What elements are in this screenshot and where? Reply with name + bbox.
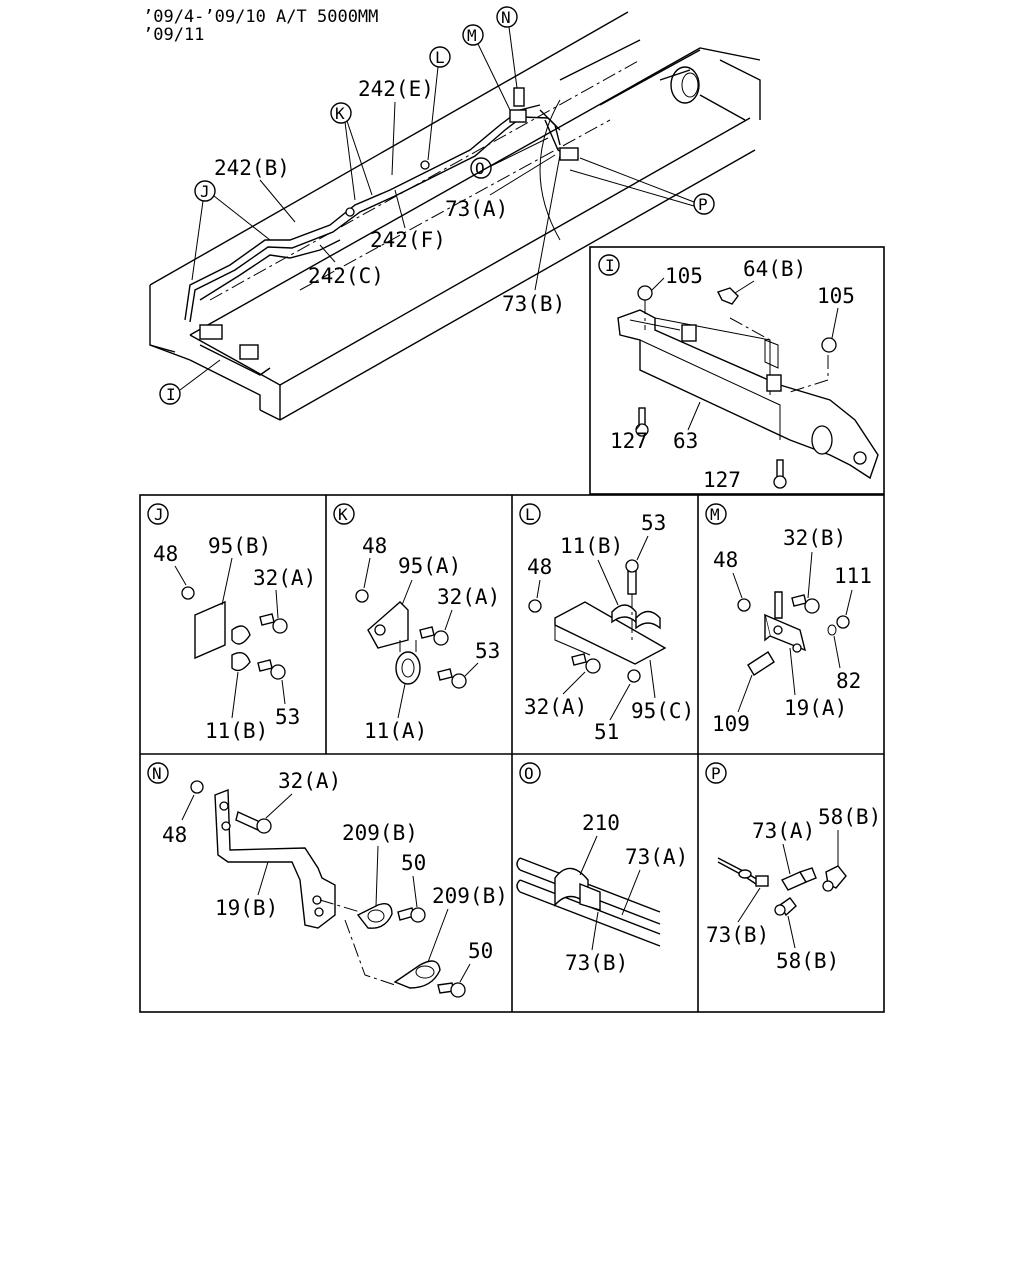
- panel-i-label-127b: 127: [703, 468, 741, 492]
- callout-m: [462, 24, 484, 46]
- panel-l-label-48: 48: [527, 555, 552, 579]
- panel-i-label-105b: 105: [817, 284, 855, 308]
- panel-k-label-32a: 32(A): [437, 585, 500, 609]
- panel-o-label-73a: 73(A): [625, 845, 688, 869]
- panel-l-label-11b: 11(B): [560, 534, 623, 558]
- callout-k: [330, 102, 352, 124]
- panel-i-label-105a: 105: [665, 264, 703, 288]
- panel-k-label-11a: 11(A): [364, 719, 427, 743]
- panel-j-label-32a: 32(A): [253, 566, 316, 590]
- label-242f: 242(F): [370, 228, 446, 252]
- panel-k-label-48: 48: [362, 534, 387, 558]
- label-73b: 73(B): [502, 292, 565, 316]
- panel-n-label-50a: 50: [401, 851, 426, 875]
- panel-i-label-127a: 127: [610, 429, 648, 453]
- callout-i: [159, 383, 181, 405]
- panel-n-label-19b: 19(B): [215, 896, 278, 920]
- callout-k-text: K: [335, 104, 345, 123]
- panel-m: M 48 32(B) 111 82 109 19(A): [705, 503, 872, 736]
- chassis-overview: [149, 11, 761, 421]
- callout-l-text: L: [435, 48, 445, 67]
- callout-n-text: N: [501, 8, 511, 27]
- panel-p: P 73(A) 58(B) 73(B) 58(B): [705, 762, 881, 973]
- label-242c: 242(C): [308, 264, 384, 288]
- panel-j-label-48: 48: [153, 542, 178, 566]
- panel-n-letter: N: [152, 764, 162, 783]
- panel-n-label-209b1: 209(B): [342, 821, 418, 845]
- panel-k-label-53: 53: [475, 639, 500, 663]
- panel-j: J 48 95(B) 32(A) 11(B) 53: [147, 503, 316, 743]
- callout-o-text: O: [475, 159, 485, 178]
- panel-j-label-95b: 95(B): [208, 534, 271, 558]
- panel-l-label-95c: 95(C): [631, 699, 694, 723]
- panel-l-label-53: 53: [641, 511, 666, 535]
- callout-n: [496, 6, 518, 28]
- panel-i-label-63: 63: [673, 429, 698, 453]
- panel-o-label-73b: 73(B): [565, 951, 628, 975]
- panel-p-letter: P: [711, 764, 721, 783]
- panel-l: L 53 11(B) 48 32(A) 51 95(C): [519, 503, 694, 744]
- panel-i-letter: I: [605, 256, 615, 275]
- panel-o: O 210 73(A) 73(B): [516, 762, 688, 975]
- label-242b: 242(B): [214, 156, 290, 180]
- panel-m-label-82: 82: [836, 669, 861, 693]
- detail-grid: [139, 494, 885, 1013]
- panel-l-letter: L: [525, 505, 535, 524]
- callout-j-text: J: [200, 182, 210, 201]
- callout-p-text: P: [698, 195, 708, 214]
- panel-p-label-58b2: 58(B): [776, 949, 839, 973]
- panel-m-letter: M: [710, 505, 720, 524]
- callout-m-text: M: [467, 26, 477, 45]
- callout-j: [194, 180, 216, 202]
- panel-j-letter: J: [154, 505, 164, 524]
- panel-l-label-51: 51: [594, 720, 619, 744]
- panel-m-label-32b: 32(B): [783, 526, 846, 550]
- panel-o-letter: O: [524, 764, 534, 783]
- panel-n-label-50b: 50: [468, 939, 493, 963]
- label-73a: 73(A): [445, 197, 508, 221]
- panel-n-label-209b2: 209(B): [432, 884, 508, 908]
- callout-l: [429, 46, 451, 68]
- panel-k: K 48 95(A) 32(A) 53 11(A): [333, 503, 500, 743]
- panel-j-label-53: 53: [275, 705, 300, 729]
- panel-p-label-73b: 73(B): [706, 923, 769, 947]
- label-242e: 242(E): [358, 77, 434, 101]
- panel-n-label-48: 48: [162, 823, 187, 847]
- panel-m-label-48: 48: [713, 548, 738, 572]
- callout-o: [470, 157, 492, 179]
- panel-k-label-95a: 95(A): [398, 554, 461, 578]
- panel-l-label-32a: 32(A): [524, 695, 587, 719]
- panel-j-label-11b: 11(B): [205, 719, 268, 743]
- callout-i-text: I: [166, 385, 176, 404]
- panel-m-label-109: 109: [712, 712, 750, 736]
- panel-p-label-73a: 73(A): [752, 819, 815, 843]
- panel-m-label-19a: 19(A): [784, 696, 847, 720]
- model-year-text: ’09/11: [143, 25, 204, 45]
- panel-i-label-64b: 64(B): [743, 257, 806, 281]
- panel-n-label-32a: 32(A): [278, 769, 341, 793]
- model-range-text: ’09/4-’09/10 A/T 5000MM: [143, 7, 378, 27]
- callout-p: [693, 193, 715, 215]
- panel-k-letter: K: [338, 505, 348, 524]
- panel-i: I 105 64(B) 105 127 63 127: [589, 246, 885, 495]
- overview-labels: 242(E) 242(B) 242(F) 242(C) 73(A) 73(B): [214, 77, 565, 316]
- panel-m-label-111: 111: [834, 564, 872, 588]
- panel-n: N 48 32(A) 209(B) 50 19(B) 209(B) 50: [147, 762, 508, 998]
- overview-callouts: N M L K J O P I: [159, 6, 715, 405]
- panel-p-label-58b1: 58(B): [818, 805, 881, 829]
- panel-o-label-210: 210: [582, 811, 620, 835]
